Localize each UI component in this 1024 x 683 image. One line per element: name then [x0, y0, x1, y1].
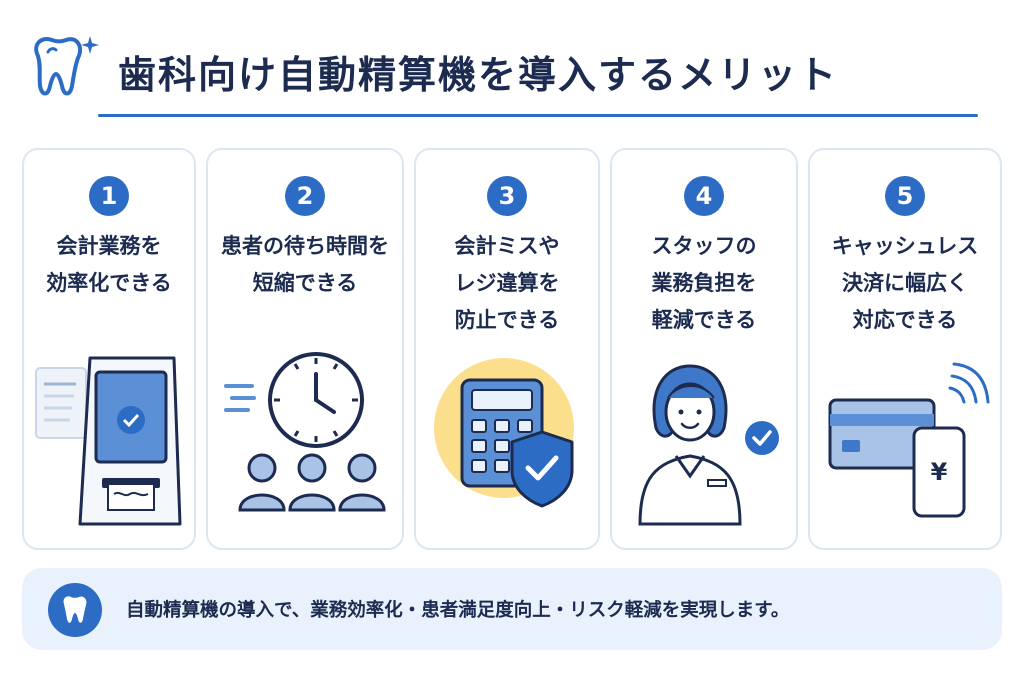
card-label-line: 防止できる — [454, 308, 560, 332]
benefit-card-2: 2 患者の待ち時間を 短縮できる — [206, 148, 404, 550]
svg-text:¥: ¥ — [931, 458, 948, 486]
card-label-line: 患者の待ち時間を — [221, 234, 389, 258]
benefit-card-5: 5 キャッシュレス 決済に幅広く 対応できる ¥ — [808, 148, 1002, 550]
card-label: 会計ミスや レジ違算を 防止できる — [422, 228, 592, 339]
card-label: キャッシュレス 決済に幅広く 対応できる — [816, 228, 994, 339]
benefit-card-1: 1 会計業務を 効率化できる — [22, 148, 196, 550]
card-label: 患者の待ち時間を 短縮できる — [214, 228, 396, 302]
card-number: 3 — [487, 176, 527, 216]
benefit-card-4: 4 スタッフの 業務負担を 軽減できる — [610, 148, 798, 550]
summary-text: 自動精算機の導入で、業務効率化・患者満足度向上・リスク軽減を実現します。 — [126, 600, 790, 621]
card-number: 1 — [89, 176, 129, 216]
card-label-line: 軽減できる — [651, 308, 757, 332]
card-label-line: レジ違算を — [454, 271, 560, 295]
card-number: 2 — [285, 176, 325, 216]
card-label-line: 決済に幅広く — [842, 271, 968, 295]
calculator-shield-check-icon — [434, 358, 574, 508]
card-label-line: 対応できる — [852, 308, 958, 332]
card-label: スタッフの 業務負担を 軽減できる — [618, 228, 790, 339]
tooth-icon — [48, 583, 102, 637]
tooth-sparkle-icon — [34, 36, 99, 96]
header: 歯科向け自動精算機を導入するメリット — [0, 0, 1024, 130]
page-title: 歯科向け自動精算機を導入するメリット — [118, 53, 839, 97]
summary-banner: 自動精算機の導入で、業務効率化・患者満足度向上・リスク軽減を実現します。 — [22, 568, 1002, 650]
card-label-line: 効率化できる — [46, 271, 172, 295]
card-label-line: スタッフの — [651, 234, 757, 258]
card-label: 会計業務を 効率化できる — [30, 228, 188, 302]
benefit-cards: 1 会計業務を 効率化できる 2 患者の待ち時間を 短縮できる — [22, 148, 1002, 550]
benefit-card-3: 3 会計ミスや レジ違算を 防止できる — [414, 148, 600, 550]
card-label-line: 会計ミスや — [454, 234, 560, 258]
card-number: 4 — [684, 176, 724, 216]
staff-check-icon — [638, 364, 779, 526]
card-number: 5 — [885, 176, 925, 216]
title-underline — [98, 114, 978, 117]
card-label-line: 会計業務を — [56, 234, 162, 258]
clock-with-waiting-people-icon — [224, 352, 386, 512]
card-label-line: キャッシュレス — [831, 234, 979, 258]
card-smartphone-yen-icon: ¥ — [828, 362, 990, 518]
card-label-line: 短縮できる — [252, 271, 358, 295]
card-label-line: 業務負担を — [651, 271, 757, 295]
payment-kiosk-icon — [35, 356, 182, 526]
